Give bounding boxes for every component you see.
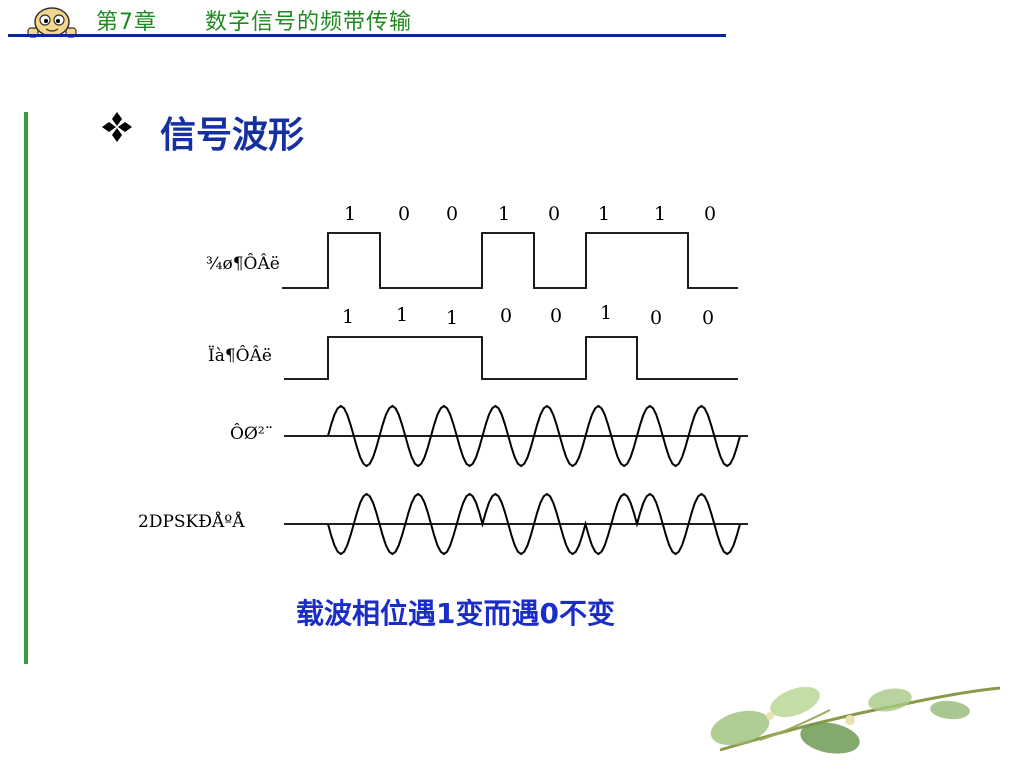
absolute-code-waveform xyxy=(282,232,738,289)
rel-bit-5: 0 xyxy=(550,305,563,327)
relative-code-waveform xyxy=(284,336,738,380)
caption-text: 载波相位遇1变而遇0不变 xyxy=(296,597,615,630)
rel-bit-1: 1 xyxy=(342,306,355,328)
abs-bit-2: 0 xyxy=(398,203,411,225)
absolute-code-label: ¾ø¶ÔÂë xyxy=(206,254,280,274)
dpsk-sine xyxy=(327,492,741,556)
slide-title: 信号波形 xyxy=(160,115,305,156)
abs-bit-7: 1 xyxy=(654,203,667,225)
abs-bit-8: 0 xyxy=(704,203,717,225)
carrier-waveform xyxy=(327,404,741,468)
carrier-sine xyxy=(327,404,741,468)
rel-bit-8: 0 xyxy=(702,307,715,329)
chapter-title: 第7章 数字信号的频带传输 xyxy=(96,10,412,35)
abs-bit-3: 0 xyxy=(446,203,459,225)
rel-bit-3: 1 xyxy=(446,307,459,329)
dpsk-label: 2DPSKÐÅºÅ xyxy=(138,512,245,532)
four-diamond-bullet-icon xyxy=(102,112,132,142)
dpsk-waveform xyxy=(327,492,741,556)
abs-bit-6: 1 xyxy=(598,203,611,225)
rel-bit-4: 0 xyxy=(500,305,513,327)
carrier-label: ÔØ²¨ xyxy=(230,424,274,444)
abs-bit-4: 1 xyxy=(498,203,511,225)
header-divider xyxy=(8,34,726,37)
side-accent-bar xyxy=(24,112,28,664)
abs-bit-5: 0 xyxy=(548,203,561,225)
abs-bit-1: 1 xyxy=(344,203,357,225)
relative-code-label: Ïà¶ÔÂë xyxy=(208,346,272,366)
rel-bit-7: 0 xyxy=(650,307,663,329)
rel-bit-6: 1 xyxy=(600,302,613,324)
rel-bit-2: 1 xyxy=(396,304,409,326)
leafy-vine-icon xyxy=(710,686,1001,754)
